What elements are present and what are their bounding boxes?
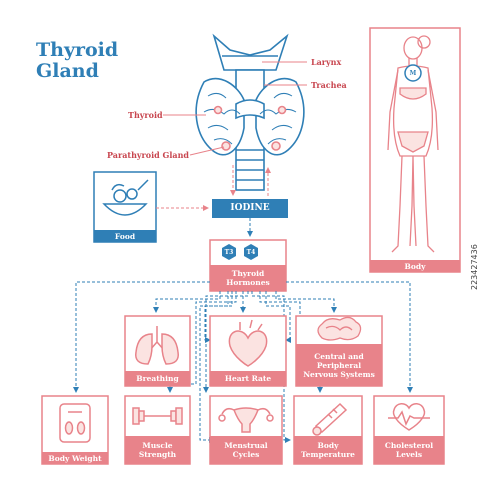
larynx-label: Larynx — [311, 57, 342, 67]
body-thyroid-marker-label: M — [409, 69, 417, 77]
body-thyroid-marker — [404, 64, 422, 82]
muscle-strength-label-line-2: Strength — [138, 450, 177, 459]
food-bowl-icon — [102, 179, 149, 216]
iodine-box — [212, 199, 288, 218]
thyroid-label: Thyroid — [128, 110, 163, 120]
nervous-system-label-line-1: Central and — [314, 351, 364, 361]
hormones-label-line-2: Hormones — [226, 278, 270, 287]
food-label: Food — [114, 231, 136, 241]
heart-rate-label: Heart Rate — [224, 374, 272, 383]
arrows-top — [156, 165, 271, 237]
nervous-system-label-line-3: Nervous Systems — [303, 369, 375, 379]
menstrual-cycles-label: Menstrual Cycles — [210, 436, 282, 464]
iodine-label: IODINE — [230, 203, 270, 213]
hormone-t3-label: T3 — [224, 248, 234, 256]
watermark-id: 223427436 — [470, 244, 479, 290]
title-line-1: Thyroid — [36, 39, 119, 61]
thermometer-icon — [312, 402, 348, 436]
muscle-strength-label-line-1: Muscle — [142, 441, 173, 450]
cholesterol-levels-label-line-1: Cholesterol — [384, 441, 434, 450]
woman-body-illustration — [387, 35, 439, 253]
dumbbell-icon — [132, 407, 183, 425]
uterus-icon — [218, 407, 274, 433]
trachea-label: Trachea — [311, 80, 347, 90]
breathing-label: Breathing — [136, 374, 179, 383]
menstrual-cycles-label-line-1: Menstrual — [224, 441, 268, 450]
cholesterol-levels-label-line-2: Levels — [395, 450, 423, 459]
hormones-label-line-1: Thyroid — [231, 269, 265, 278]
page-title: Thyroid Gland — [36, 40, 118, 82]
heart-icon — [228, 319, 268, 367]
body-temperature-label-line-1: Body — [317, 441, 339, 450]
body-temperature-box — [293, 395, 363, 465]
muscle-strength-label: Muscle Strength — [125, 436, 190, 464]
brain-icon — [317, 316, 362, 341]
lungs-icon — [135, 326, 179, 365]
menstrual-cycles-label-line-2: Cycles — [232, 450, 260, 459]
body-weight-label: Body Weight — [48, 453, 102, 463]
nervous-system-label-line-2: Peripheral — [316, 360, 362, 370]
body-temperature-label-line-2: Temperature — [301, 450, 355, 459]
heartbeat-icon — [388, 403, 430, 431]
nervous-system-label: Central and Peripheral Nervous Systems — [296, 344, 382, 386]
label-leader-lines — [163, 61, 307, 156]
hormones-label: Thyroid Hormones — [210, 265, 286, 291]
heart-rate-box — [209, 315, 287, 387]
hormone-t4-label: T4 — [246, 248, 256, 256]
parathyroid-label: Parathyroid Gland — [107, 150, 189, 160]
thyroid-gland-illustration — [195, 33, 305, 191]
body-temperature-label: Body Temperature — [294, 436, 362, 464]
title-line-2: Gland — [36, 60, 99, 82]
cholesterol-levels-label: Cholesterol Levels — [374, 436, 444, 464]
scale-icon — [59, 403, 91, 443]
body-label: Body — [404, 261, 426, 271]
hormones-box — [209, 239, 287, 292]
